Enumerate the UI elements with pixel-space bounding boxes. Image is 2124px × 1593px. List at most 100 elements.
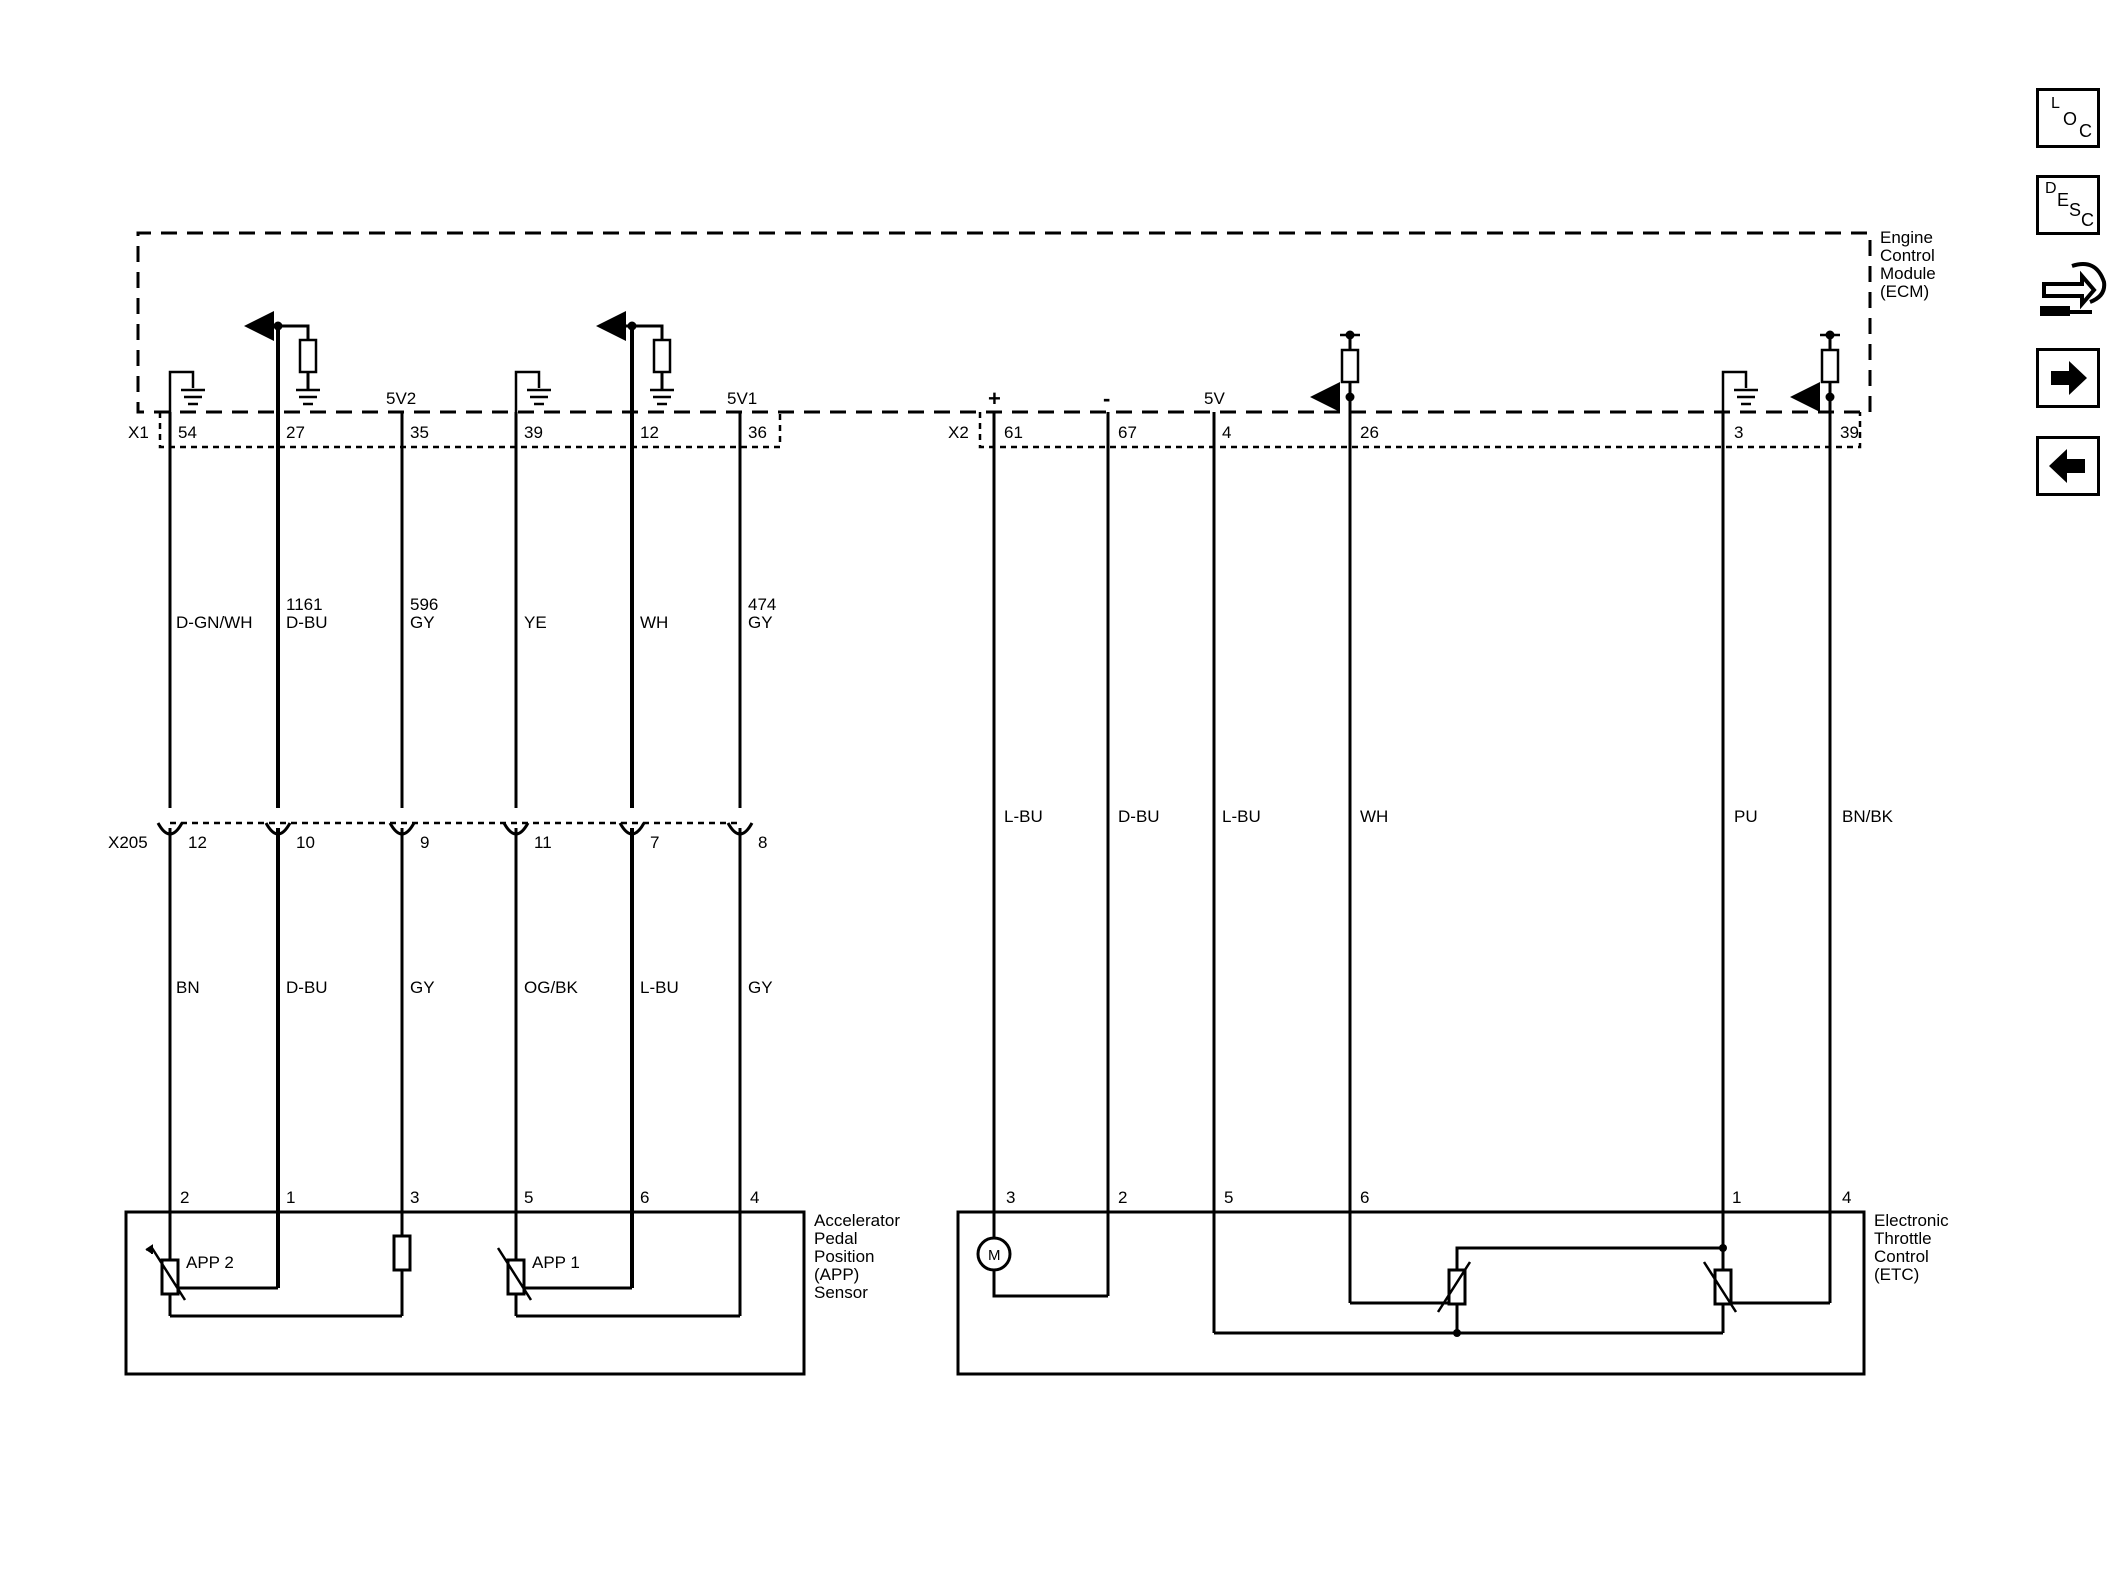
app-title-line: Position: [814, 1247, 874, 1266]
x205-connector: X205 12 10 9 11 7 8: [108, 821, 767, 852]
x1-connector-label: X1: [128, 423, 149, 442]
ground-symbol: [514, 370, 551, 412]
desc-letter-s: S: [2069, 200, 2082, 220]
connector-cavity: [156, 822, 184, 836]
wire-color-label: L-BU: [1004, 807, 1043, 826]
etc-pin: 4: [1842, 1188, 1851, 1207]
x205-pin: 10: [296, 833, 315, 852]
pullup-resistor-27: [244, 311, 320, 406]
app-pin: 5: [524, 1188, 533, 1207]
wire-color-label: D-BU: [286, 978, 328, 997]
connector-cavity: [264, 822, 292, 836]
wire-color-label: GY: [748, 613, 773, 632]
etc-pin: 5: [1224, 1188, 1233, 1207]
x1-wires: [168, 326, 742, 1316]
x205-pin: 11: [534, 833, 552, 852]
wire-color-label: BN: [176, 978, 200, 997]
pullup-resistor-26: [1310, 330, 1360, 412]
x1-pin: 39: [524, 423, 543, 442]
connector-cavity: [726, 822, 754, 836]
wire-color-label: GY: [410, 978, 435, 997]
x2-wires: [992, 397, 1832, 1333]
app-sensor-box: [124, 1210, 806, 1376]
connector-tool-icon[interactable]: [2036, 258, 2108, 326]
desc-letter-c: C: [2081, 210, 2094, 230]
wire-color-label: WH: [640, 613, 668, 632]
app2-label: APP 2: [186, 1253, 234, 1272]
x2-pin: 67: [1118, 423, 1137, 442]
loc-letter-o: O: [2063, 109, 2078, 129]
etc-title-line: Electronic: [1874, 1211, 1949, 1230]
loc-button[interactable]: L O C: [2036, 88, 2100, 148]
etc-title-line: Control: [1874, 1247, 1929, 1266]
x205-label: X205: [108, 833, 148, 852]
x205-pin: 7: [650, 833, 659, 852]
etc-pin: 6: [1360, 1188, 1369, 1207]
pullup-resistor-12: [596, 311, 674, 406]
lower-wire-labels: BN D-BU GY OG/BK L-BU GY: [176, 978, 773, 997]
etc-wire-labels: L-BU D-BU L-BU WH PU BN/BK: [1004, 807, 1894, 826]
ground-symbol: [1721, 370, 1758, 412]
x2-pin: 4: [1222, 423, 1231, 442]
ground-symbol: [168, 370, 205, 412]
desc-button[interactable]: D E S C: [2036, 175, 2100, 235]
arrow-right-icon: [2051, 361, 2087, 395]
x1-pin: 27: [286, 423, 305, 442]
pin3-resistor: [392, 1234, 412, 1272]
app-pin: 3: [410, 1188, 419, 1207]
etc-pin: 3: [1006, 1188, 1015, 1207]
wire-color-label: GY: [748, 978, 773, 997]
app-title-line: Sensor: [814, 1283, 868, 1302]
x1-pin: 12: [640, 423, 659, 442]
supply-5v2-label: 5V2: [386, 389, 416, 408]
app1-label: APP 1: [532, 1253, 580, 1272]
ecm-module: Engine Control Module (ECM) X1 X2 5V2 5V…: [128, 228, 1936, 449]
motor-plus-label: +: [988, 386, 1001, 411]
pullup-resistor-39: [1790, 330, 1840, 412]
wire-circuit-label: 1161: [286, 595, 323, 614]
etc-title-line: (ETC): [1874, 1265, 1919, 1284]
etc-box: [956, 1210, 1866, 1376]
app-pin: 1: [286, 1188, 295, 1207]
connector-cavity: [502, 822, 530, 836]
upper-wire-labels: D-GN/WH 1161 D-BU 596 GY YE WH 474 GY: [176, 595, 776, 632]
ecm-title-line-4: (ECM): [1880, 282, 1929, 301]
desc-letter-d: D: [2045, 180, 2057, 197]
supply-5v-label: 5V: [1204, 389, 1225, 408]
x2-pin-labels: 61 67 4 26 3 39: [1004, 423, 1859, 442]
loc-letter-c: C: [2079, 121, 2092, 141]
x1-pin: 54: [178, 423, 197, 442]
x2-pin: 26: [1360, 423, 1379, 442]
app-title-line: Accelerator: [814, 1211, 900, 1230]
wire-color-label: WH: [1360, 807, 1388, 826]
x2-pin: 61: [1004, 423, 1023, 442]
wire-color-label: OG/BK: [524, 978, 579, 997]
wire-circuit-label: 596: [410, 595, 438, 614]
motor-label: M: [988, 1247, 1001, 1264]
connector-cavity: [618, 822, 646, 836]
app-sensor: 2 1 3 5 6 4 Accelerator Pedal Position (…: [124, 1188, 900, 1376]
ecm-title-line-3: Module: [1880, 264, 1936, 283]
x1-pin-labels: 54 27 35 39 12 36: [178, 423, 767, 442]
x2-pin: 3: [1734, 423, 1743, 442]
x2-pin: 39: [1840, 423, 1859, 442]
app-title-line: (APP): [814, 1265, 859, 1284]
wire-color-label: L-BU: [640, 978, 679, 997]
wire-color-label: PU: [1734, 807, 1758, 826]
wire-color-label: D-BU: [1118, 807, 1160, 826]
wire-color-label: BN/BK: [1842, 807, 1894, 826]
next-page-button[interactable]: [2036, 348, 2100, 408]
app-pin: 6: [640, 1188, 649, 1207]
x2-connector-label: X2: [948, 423, 969, 442]
x1-pin: 35: [410, 423, 429, 442]
supply-5v1-label: 5V1: [727, 389, 757, 408]
previous-page-button[interactable]: [2036, 436, 2100, 496]
etc-module: 3 2 5 6 1 4 Electronic Throttle Control …: [956, 1188, 1949, 1376]
wire-color-label: GY: [410, 613, 435, 632]
x1-connector-outline: [158, 412, 782, 449]
connector-cavity: [388, 822, 416, 836]
motor-minus-label: -: [1103, 386, 1110, 411]
etc-title-line: Throttle: [1874, 1229, 1932, 1248]
wire-color-label: YE: [524, 613, 547, 632]
